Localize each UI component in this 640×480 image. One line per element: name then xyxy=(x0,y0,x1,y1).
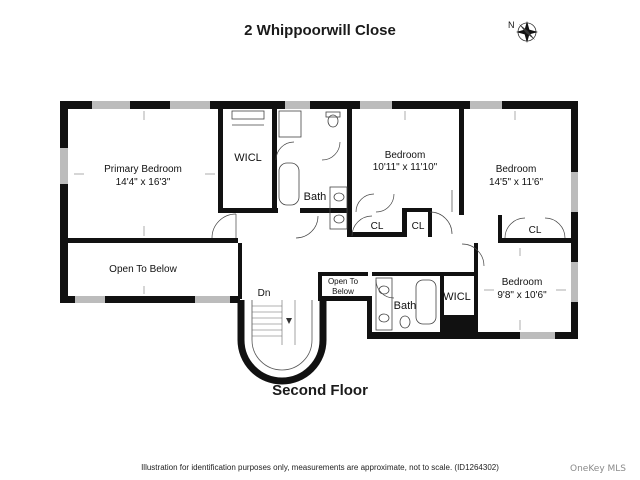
closet-2-label: CL xyxy=(412,221,425,232)
exterior-walls xyxy=(60,101,578,339)
bedroom-3-dims: 14'5" x 11'6" xyxy=(489,177,544,188)
dimension-markers xyxy=(74,111,566,330)
bath-small-label: Bath xyxy=(394,300,417,312)
open-to-below-small-line1: Open To xyxy=(328,277,359,286)
compass-north-label: N xyxy=(508,20,515,30)
bedroom-4-name: Bedroom xyxy=(502,277,543,288)
bath-main-label: Bath xyxy=(304,191,327,203)
windows xyxy=(60,101,578,339)
disclaimer-text: Illustration for identification purposes… xyxy=(141,463,499,472)
stair-down-label: Dn xyxy=(258,288,271,299)
bedroom-2-dims: 10'11" x 11'10" xyxy=(373,162,438,173)
bedroom-4-dims: 9'8" x 10'6" xyxy=(497,290,547,301)
bedroom-3-name: Bedroom xyxy=(496,164,537,175)
room-labels: Primary Bedroom 14'4" x 16'3" WICL Bath … xyxy=(104,150,547,312)
wicl-small-label: WICL xyxy=(443,291,471,303)
primary-bedroom-name: Primary Bedroom xyxy=(104,164,182,175)
floor-label: Second Floor xyxy=(272,382,368,399)
primary-bedroom-dims: 14'4" x 16'3" xyxy=(116,177,171,188)
closet-3-label: CL xyxy=(529,225,542,236)
open-to-below-small-line2: Below xyxy=(332,287,354,296)
stair-tower xyxy=(237,300,327,385)
plan-title: 2 Whippoorwill Close xyxy=(244,22,396,39)
bath-fixtures xyxy=(231,110,437,331)
compass-icon: N xyxy=(508,20,538,43)
watermark-logo: OneKey MLS xyxy=(570,464,626,474)
bedroom-2-name: Bedroom xyxy=(385,150,426,161)
wicl-main-label: WICL xyxy=(234,152,262,164)
open-to-below-large-label: Open To Below xyxy=(109,264,177,275)
closet-1-label: CL xyxy=(371,221,384,232)
interior-walls xyxy=(60,109,578,332)
